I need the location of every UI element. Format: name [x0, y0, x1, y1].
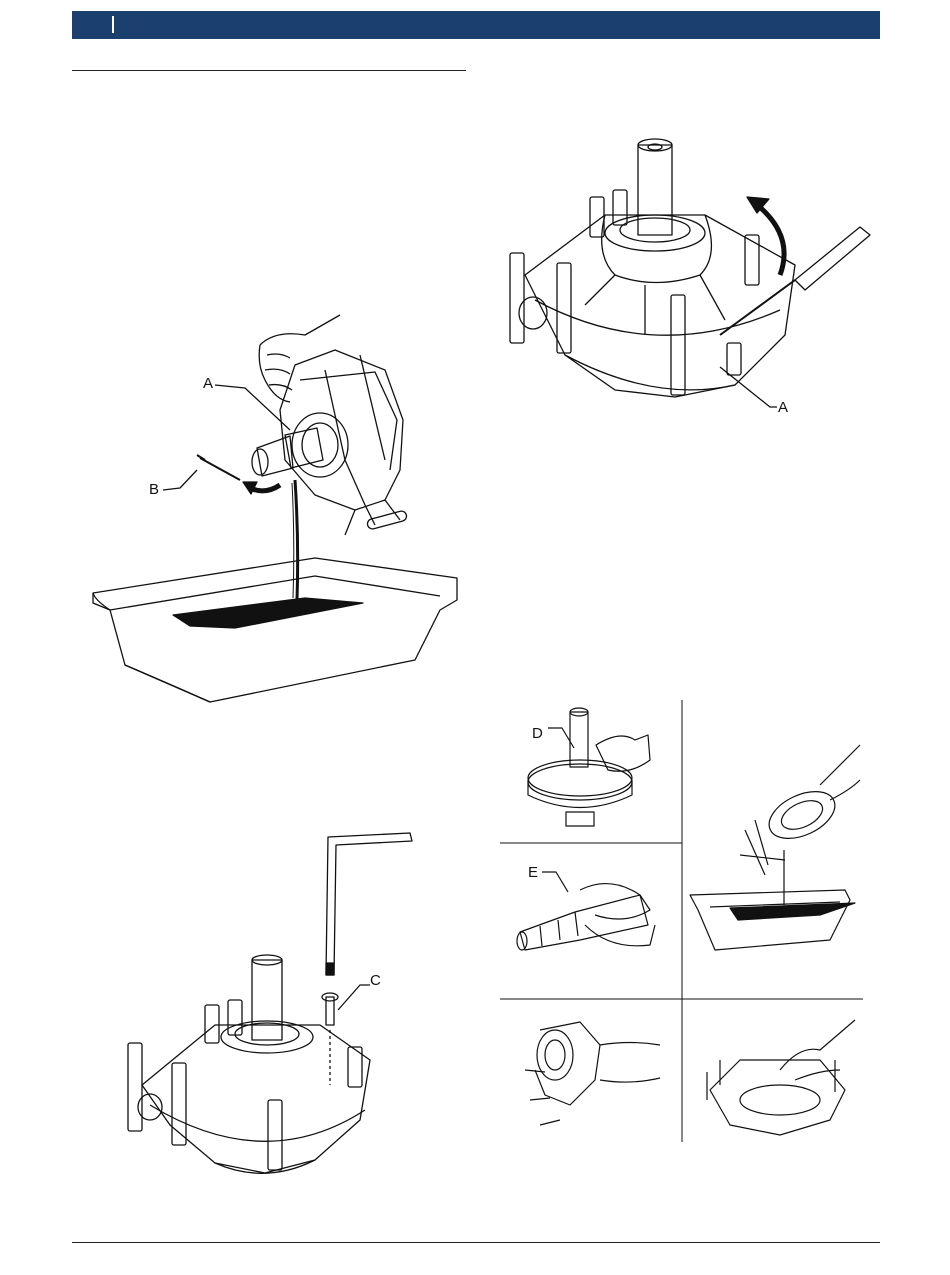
label-b: B: [149, 481, 159, 498]
screw-b: [197, 455, 240, 480]
hand: [259, 315, 340, 402]
header-marker: [112, 16, 114, 33]
figure-remove-screw: C: [120, 825, 420, 1180]
output-shaft: [638, 145, 672, 235]
oil-tray: [93, 558, 457, 702]
panel-clean-gear: [528, 708, 650, 826]
section-rule: [72, 70, 466, 71]
figure-drain-oil: A B: [85, 310, 470, 710]
label-c: C: [370, 972, 381, 989]
panel-wipe-base: [707, 1020, 855, 1135]
hex-key: [326, 833, 412, 975]
screwdriver: [720, 280, 795, 335]
gearbox-body: [280, 350, 403, 510]
figure-clean-parts: D E: [500, 700, 865, 1145]
panel-clean-housing: [525, 1022, 660, 1125]
oil-pool: [173, 598, 363, 628]
footer-rule: [72, 1242, 880, 1243]
panel-clean-shaft: [517, 872, 655, 950]
label-d: D: [532, 725, 543, 742]
figure-pry-cover: A: [495, 135, 890, 430]
gearbox-housing: [142, 1025, 370, 1173]
label-e: E: [528, 864, 538, 881]
label-a: A: [778, 399, 788, 416]
label-a: A: [203, 375, 213, 392]
header-bar: [72, 11, 880, 39]
panel-pour-oil: [690, 745, 860, 950]
